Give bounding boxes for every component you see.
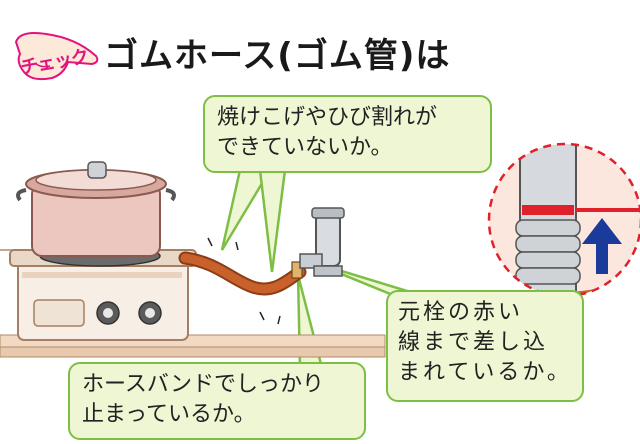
page-title: ゴムホース(ゴム管)は (104, 36, 451, 76)
cooking-pot (16, 161, 176, 257)
pointing-hand-icon (14, 32, 99, 81)
up-arrow-icon (582, 218, 622, 274)
callout-burn-crack: 焼けこげやひび割れが できていないか。 (203, 95, 492, 173)
callout-valve-red-line: 元栓の赤い 線まで差し込 まれているか。 (386, 290, 584, 402)
gas-stove (9, 245, 197, 341)
gas-valve (299, 207, 345, 277)
rubber-hose (178, 237, 307, 325)
check-badge: チェック (6, 22, 102, 88)
callout-hose-band: ホースバンドでしっかり 止まっているか。 (68, 362, 366, 440)
